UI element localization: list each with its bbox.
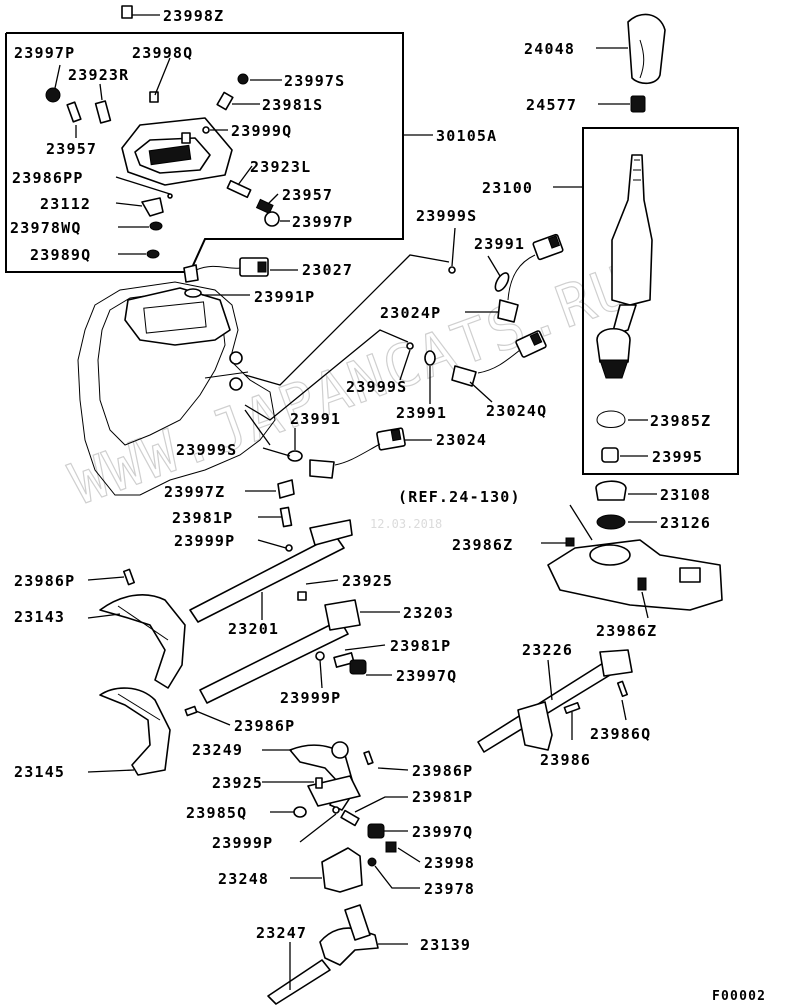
label-23203: 23203: [403, 604, 454, 622]
gear-lever-group: [541, 13, 739, 619]
label-23995: 23995: [652, 448, 703, 466]
label-23925: 23925: [212, 774, 263, 792]
label-23986Q: 23986Q: [590, 725, 651, 743]
label-23978: 23978: [424, 880, 475, 898]
label-23997Q: 23997Q: [412, 823, 473, 841]
label-23981P: 23981P: [412, 788, 473, 806]
label-23997Q: 23997Q: [396, 667, 457, 685]
label-23997P: 23997P: [14, 44, 75, 62]
label-23112: 23112: [40, 195, 91, 213]
label-23999P: 23999P: [212, 834, 273, 852]
label-23126: 23126: [660, 514, 711, 532]
label-23981S: 23981S: [262, 96, 323, 114]
label-23991: 23991: [396, 404, 447, 422]
label-23100: 23100: [482, 179, 533, 197]
label-23999P: 23999P: [280, 689, 341, 707]
label-23986P: 23986P: [14, 572, 75, 590]
label-23201: 23201: [228, 620, 279, 638]
label-23997S: 23997S: [284, 72, 345, 90]
label-23999S: 23999S: [346, 378, 407, 396]
label-23957: 23957: [46, 140, 97, 158]
label-30105A: 30105A: [436, 127, 497, 145]
sensors-and-harnesses: [183, 227, 564, 479]
label-23986Z: 23986Z: [596, 622, 657, 640]
cover-assembly-inset: [5, 32, 433, 273]
label-23999P: 23999P: [174, 532, 235, 550]
label-23997Z: 23997Z: [164, 483, 225, 501]
label-23998Z: 23998Z: [163, 7, 224, 25]
shift-rods-and-forks: [87, 479, 633, 1005]
label-23027: 23027: [302, 261, 353, 279]
label-23925: 23925: [342, 572, 393, 590]
label-23986P: 23986P: [412, 762, 473, 780]
label-23226: 23226: [522, 641, 573, 659]
label-23997P: 23997P: [292, 213, 353, 231]
label-23249: 23249: [192, 741, 243, 759]
label-23985Z: 23985Z: [650, 412, 711, 430]
label-23998Q: 23998Q: [132, 44, 193, 62]
label-23108: 23108: [660, 486, 711, 504]
label-23139: 23139: [420, 936, 471, 954]
label-23024Q: 23024Q: [486, 402, 547, 420]
label-ref-24-130: (REF.24-130): [398, 488, 521, 506]
label-24048: 24048: [524, 40, 575, 58]
label-23989Q: 23989Q: [30, 246, 91, 264]
label-23024P: 23024P: [380, 304, 441, 322]
part-labels: 23998Z 23997P 23998Q 23923R 23997S 23981…: [10, 5, 766, 1004]
label-23145: 23145: [14, 763, 65, 781]
label-23986PP: 23986PP: [12, 169, 84, 187]
watermark-date: 12.03.2018: [370, 517, 442, 531]
label-23248: 23248: [218, 870, 269, 888]
label-23998: 23998: [424, 854, 475, 872]
label-23143: 23143: [14, 608, 65, 626]
label-23986: 23986: [540, 751, 591, 769]
label-23981P: 23981P: [172, 509, 233, 527]
label-23986P: 23986P: [234, 717, 295, 735]
label-23985Q: 23985Q: [186, 804, 247, 822]
label-23024: 23024: [436, 431, 487, 449]
label-23991P: 23991P: [254, 288, 315, 306]
label-23923L: 23923L: [250, 158, 311, 176]
label-23986Z: 23986Z: [452, 536, 513, 554]
label-23981P: 23981P: [390, 637, 451, 655]
label-23999S: 23999S: [416, 207, 477, 225]
transmission-case: [77, 281, 276, 496]
label-23991: 23991: [290, 410, 341, 428]
label-23999S: 23999S: [176, 441, 237, 459]
label-23999Q: 23999Q: [231, 122, 292, 140]
label-23978WQ: 23978WQ: [10, 219, 82, 237]
label-24577: 24577: [526, 96, 577, 114]
label-23923R: 23923R: [68, 66, 129, 84]
label-23247: 23247: [256, 924, 307, 942]
label-23991: 23991: [474, 235, 525, 253]
label-23957: 23957: [282, 186, 333, 204]
diagram-code: F00002: [712, 989, 766, 1004]
